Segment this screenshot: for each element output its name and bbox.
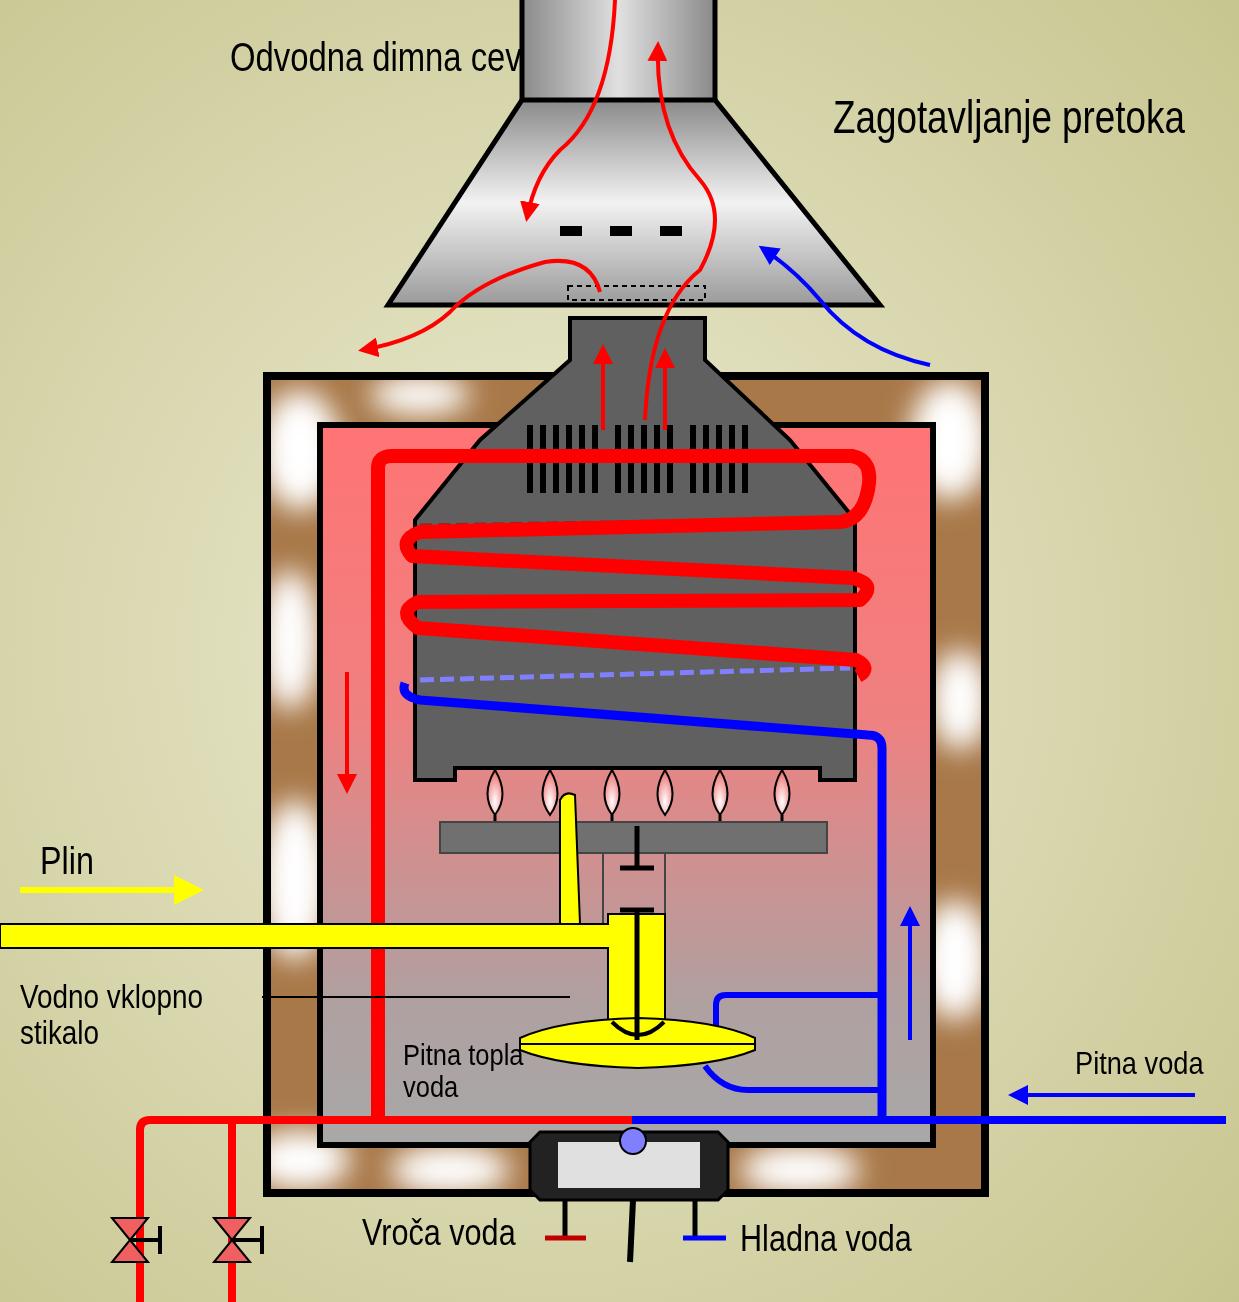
water-label: Pitna topla voda [403,1039,556,1102]
part-label: Vodno vklopno stikalo [20,979,250,1050]
water-label: Hladna voda [740,1220,912,1258]
gas-label: Plin [40,842,94,882]
part-label: Odvodna dimna cev [230,36,522,78]
water-label: Vroča voda [362,1214,516,1252]
title-note: Zagotavljanje pretoka [833,93,1185,141]
water-label: Pitna voda [1075,1047,1204,1081]
